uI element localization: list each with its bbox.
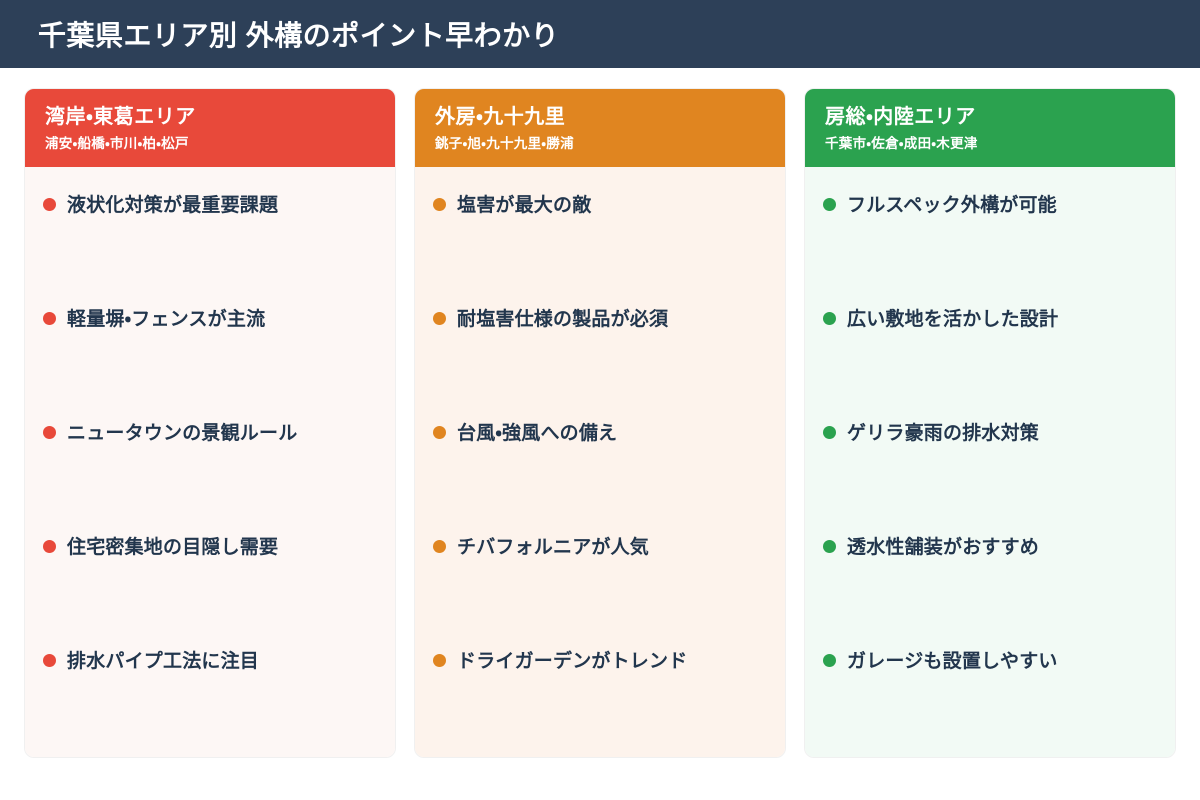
card-subtitle: 千葉市・佐倉・成田・木更津: [825, 136, 978, 151]
bullet-dot-icon: [823, 197, 836, 211]
list-item: ゲリラ豪雨の排水対策: [823, 415, 1157, 529]
bullet-dot-icon: [43, 197, 56, 211]
bullet-dot-icon: [823, 653, 836, 667]
point-label: 耐塩害仕様の製品が必須: [457, 308, 669, 330]
point-label: 塩害が最大の敵: [457, 194, 592, 216]
area-card-sotobo-kujukuri: 外房・九十九里 銚子・旭・九十九里・勝浦 塩害が最大の敵 耐塩害仕様の製品が必須: [414, 88, 786, 758]
card-body-sotobo-kujukuri: 塩害が最大の敵 耐塩害仕様の製品が必須 台風・強風への備え チバフォルニアが人気: [415, 166, 785, 757]
point-label: 透水性舗装がおすすめ: [847, 536, 1040, 558]
list-item: ドライガーデンがトレンド: [433, 643, 767, 757]
point-label: 住宅密集地の目隠し需要: [67, 536, 279, 558]
bullet-dot-icon: [433, 425, 446, 439]
point-label: チバフォルニアが人気: [457, 536, 650, 558]
list-item: チバフォルニアが人気: [433, 529, 767, 643]
bullet-dot-icon: [43, 425, 56, 439]
page-title: 千葉県エリア別 外構のポイント早わかり: [38, 20, 560, 51]
list-item: フルスペック外構が可能: [823, 187, 1157, 301]
bullet-dot-icon: [43, 653, 56, 667]
list-item: 台風・強風への備え: [433, 415, 767, 529]
area-card-boso-nairiku: 房総・内陸エリア 千葉市・佐倉・成田・木更津 フルスペック外構が可能 広い敷地を…: [804, 88, 1176, 758]
point-list: 塩害が最大の敵 耐塩害仕様の製品が必須 台風・強風への備え チバフォルニアが人気: [433, 187, 767, 757]
point-label: フルスペック外構が可能: [847, 194, 1057, 216]
bullet-dot-icon: [823, 311, 836, 325]
list-item: 塩害が最大の敵: [433, 187, 767, 301]
card-title: 房総・内陸エリア: [825, 106, 976, 128]
header-bar: 千葉県エリア別 外構のポイント早わかり: [0, 0, 1200, 68]
point-list: フルスペック外構が可能 広い敷地を活かした設計 ゲリラ豪雨の排水対策 透水性舗装…: [823, 187, 1157, 757]
card-subtitle: 銚子・旭・九十九里・勝浦: [435, 136, 574, 151]
area-card-wangan-tokatsu: 湾岸・東葛エリア 浦安・船橋・市川・柏・松戸 液状化対策が最重要課題 軽量塀・フ…: [24, 88, 396, 758]
point-label: ニュータウンの景観ルール: [67, 422, 298, 444]
list-item: 透水性舗装がおすすめ: [823, 529, 1157, 643]
list-item: 液状化対策が最重要課題: [43, 187, 377, 301]
bullet-dot-icon: [433, 653, 446, 667]
list-item: 広い敷地を活かした設計: [823, 301, 1157, 415]
list-item: 排水パイプ工法に注目: [43, 643, 377, 757]
list-item: 耐塩害仕様の製品が必須: [433, 301, 767, 415]
point-label: ゲリラ豪雨の排水対策: [847, 422, 1040, 444]
bullet-dot-icon: [433, 311, 446, 325]
point-label: 排水パイプ工法に注目: [67, 650, 260, 672]
bullet-dot-icon: [823, 425, 836, 439]
bullet-dot-icon: [43, 539, 56, 553]
card-body-boso-nairiku: フルスペック外構が可能 広い敷地を活かした設計 ゲリラ豪雨の排水対策 透水性舗装…: [805, 166, 1175, 757]
point-label: ドライガーデンがトレンド: [457, 650, 688, 672]
list-item: 住宅密集地の目隠し需要: [43, 529, 377, 643]
card-title: 湾岸・東葛エリア: [45, 106, 196, 128]
list-item: ガレージも設置しやすい: [823, 643, 1157, 757]
bullet-dot-icon: [433, 197, 446, 211]
area-cards-row: 湾岸・東葛エリア 浦安・船橋・市川・柏・松戸 液状化対策が最重要課題 軽量塀・フ…: [24, 88, 1176, 758]
card-header-boso-nairiku: 房総・内陸エリア 千葉市・佐倉・成田・木更津: [805, 89, 1175, 167]
bullet-dot-icon: [433, 539, 446, 553]
card-title: 外房・九十九里: [435, 106, 566, 128]
card-header-sotobo-kujukuri: 外房・九十九里 銚子・旭・九十九里・勝浦: [415, 89, 785, 167]
bullet-dot-icon: [43, 311, 56, 325]
point-label: ガレージも設置しやすい: [847, 650, 1058, 672]
point-label: 広い敷地を活かした設計: [847, 308, 1059, 330]
point-list: 液状化対策が最重要課題 軽量塀・フェンスが主流 ニュータウンの景観ルール 住宅密…: [43, 187, 377, 757]
card-subtitle: 浦安・船橋・市川・柏・松戸: [45, 136, 189, 151]
point-label: 軽量塀・フェンスが主流: [67, 308, 266, 330]
card-body-wangan-tokatsu: 液状化対策が最重要課題 軽量塀・フェンスが主流 ニュータウンの景観ルール 住宅密…: [25, 166, 395, 757]
point-label: 台風・強風への備え: [457, 422, 618, 444]
bullet-dot-icon: [823, 539, 836, 553]
card-header-wangan-tokatsu: 湾岸・東葛エリア 浦安・船橋・市川・柏・松戸: [25, 89, 395, 167]
list-item: 軽量塀・フェンスが主流: [43, 301, 377, 415]
point-label: 液状化対策が最重要課題: [67, 194, 279, 216]
list-item: ニュータウンの景観ルール: [43, 415, 377, 529]
